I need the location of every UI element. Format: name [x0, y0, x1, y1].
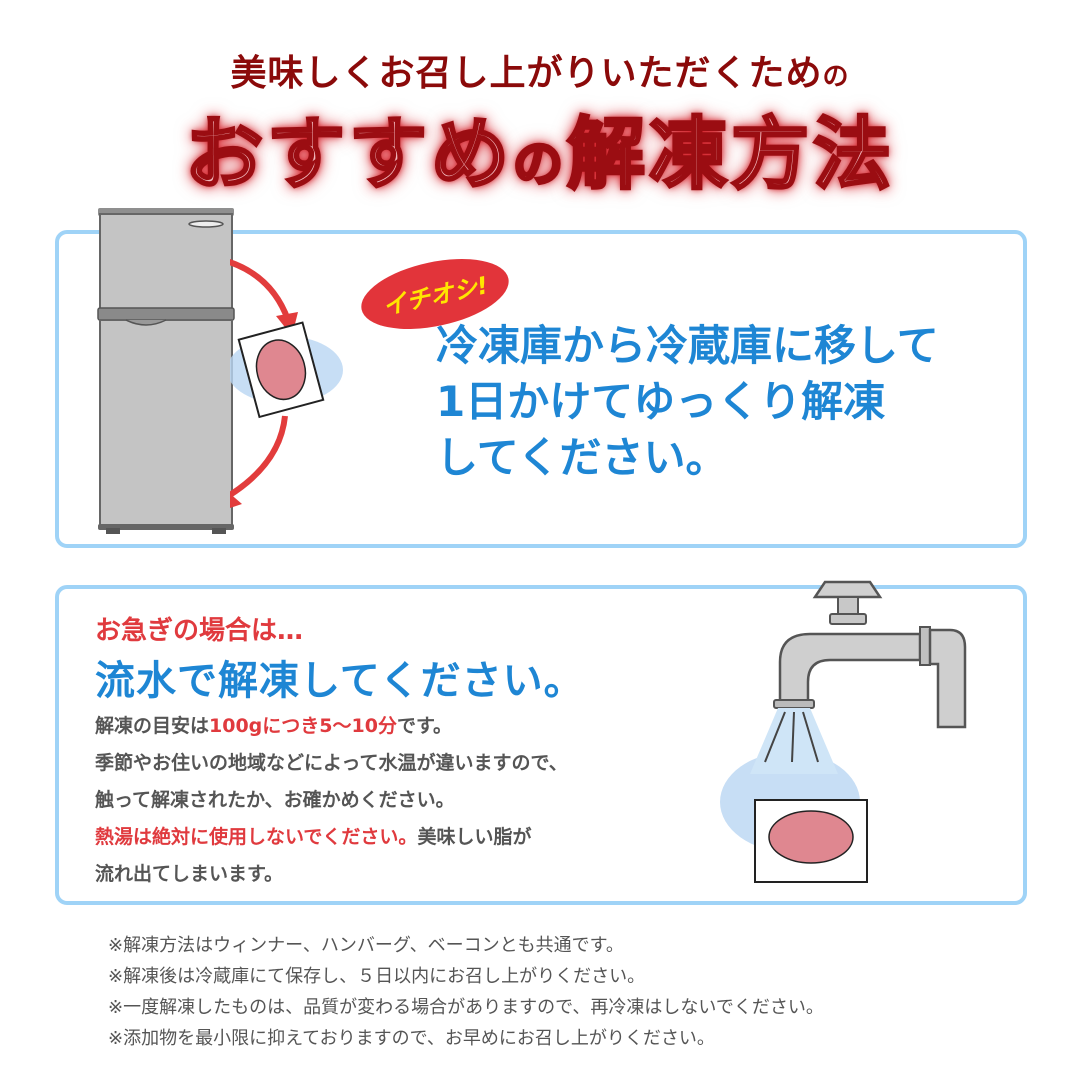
quick-method-details: 解凍の目安は100gにつき5～10分です。 季節やお住いの地域などによって水温が…	[95, 708, 715, 893]
notes: ※解凍方法はウィンナー、ハンバーグ、ベーコンとも共通です。 ※解凍後は冷蔵庫にて…	[108, 930, 1008, 1054]
message-line-1: 冷凍庫から冷蔵庫に移して	[436, 321, 939, 370]
hurry-lead: お急ぎの場合は…	[95, 616, 304, 646]
detail-text: です。	[396, 715, 453, 737]
detail-line-1: 解凍の目安は100gにつき5～10分です。	[95, 708, 715, 745]
note-item: ※解凍後は冷蔵庫にて保存し、５日以内にお召し上がりください。	[108, 966, 646, 987]
title-no: の	[512, 134, 567, 195]
note-item: ※解凍方法はウィンナー、ハンバーグ、ベーコンとも共通です。	[108, 935, 624, 956]
subtitle: 美味しくお召し上がりいただくための	[0, 44, 1080, 96]
recommended-message: 冷凍庫から冷蔵庫に移して 1日かけてゆっくり解凍 してください。	[436, 318, 1016, 486]
subtitle-suffix: の	[822, 62, 850, 92]
faucet-icon	[720, 580, 967, 883]
note-item: ※添加物を最小限に抑えておりますので、お早めにお召し上がりください。	[108, 1028, 715, 1049]
detail-line-3: 触って解凍されたか、お確かめください。	[95, 789, 455, 811]
detail-line-2: 季節やお住いの地域などによって水温が違いますので、	[95, 752, 568, 774]
title-part1: おすすめ	[183, 109, 513, 202]
page-title: おすすめの解凍方法	[0, 92, 1080, 204]
message-line-3: してください。	[436, 433, 728, 482]
running-water-headline: 流水で解凍してください。	[95, 658, 585, 704]
title-part2: 解凍方法	[565, 109, 896, 202]
hot-water-warning: 熱湯は絶対に使用しないでください。	[95, 826, 418, 848]
subtitle-text: 美味しくお召し上がりいただくため	[230, 53, 823, 94]
thawing-meat-icon	[230, 259, 343, 508]
detail-text: 解凍の目安は	[95, 715, 210, 737]
note-item: ※一度解凍したものは、品質が変わる場合がありますので、再冷凍はしないでください。	[108, 997, 824, 1018]
message-line-2: 1日かけてゆっくり解凍	[436, 377, 886, 426]
refrigerator-icon	[97, 208, 235, 534]
detail-text: 美味しい脂が	[417, 826, 532, 848]
detail-line-4: 熱湯は絶対に使用しないでください。美味しい脂が	[95, 819, 715, 856]
time-guideline: 100gにつき5～10分	[209, 715, 397, 737]
detail-line-5: 流れ出てしまいます。	[95, 863, 284, 885]
